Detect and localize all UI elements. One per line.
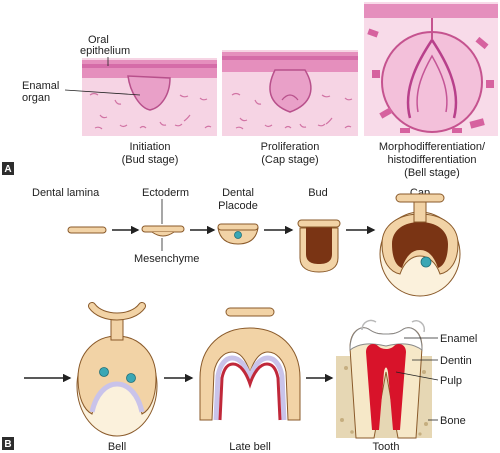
dental-lamina-shape: [67, 226, 107, 234]
histology-cap-stage-image: [222, 50, 358, 136]
label-tooth: Tooth: [373, 441, 400, 453]
stage-3-line-3: (Bell stage): [404, 167, 460, 179]
panel-b-tag-bg: [2, 437, 14, 450]
label-dentin: Dentin: [440, 355, 472, 367]
panel-b: Dental lamina Ectoderm Dental Placode Bu…: [2, 187, 477, 453]
panel-a-tag-bg: [2, 162, 14, 175]
label-bell: Bell: [108, 441, 126, 453]
panel-a-tag: A: [4, 164, 11, 175]
stage-3-line-1: Morphodifferentiation/: [379, 141, 486, 153]
label-dental-lamina: Dental lamina: [32, 187, 100, 199]
label-dental-placode-1: Dental: [222, 187, 254, 199]
stage-2-line-1: Proliferation: [261, 141, 320, 153]
bud-stage-shape: [297, 219, 341, 273]
panel-a: Oral epithelium Enamal organ Initiation …: [2, 2, 498, 179]
label-enamal-organ-1: Enamal: [22, 80, 59, 92]
label-oral-epithelium-2: epithelium: [80, 45, 130, 57]
leader-pulp: [395, 371, 439, 381]
late-bell-stage-shape: [199, 307, 301, 421]
label-enamel: Enamel: [440, 333, 477, 345]
label-mesenchyme: Mesenchyme: [134, 253, 199, 265]
bell-stage-shape: [76, 302, 158, 437]
label-enamal-organ-2: organ: [22, 92, 50, 104]
dental-placode-shape: [217, 223, 259, 245]
label-ectoderm: Ectoderm: [142, 187, 189, 199]
ectoderm-thickening-shape: [141, 225, 185, 237]
label-late-bell: Late bell: [229, 441, 271, 453]
panel-b-tag: B: [4, 439, 11, 450]
label-bud: Bud: [308, 187, 328, 199]
stage-2-line-2: (Cap stage): [261, 154, 318, 166]
label-bone: Bone: [440, 415, 466, 427]
label-pulp: Pulp: [440, 375, 462, 387]
label-oral-epithelium-1: Oral: [88, 34, 109, 46]
leader-enamal-organ: [64, 89, 141, 96]
histology-bud-stage-image: [82, 58, 217, 136]
stage-1-line-2: (Bud stage): [122, 154, 179, 166]
stage-1-line-1: Initiation: [130, 141, 171, 153]
stage-3-line-2: histodifferentiation: [387, 154, 476, 166]
tooth-shape: [336, 319, 432, 439]
label-dental-placode-2: Placode: [218, 200, 258, 212]
cap-stage-shape: [379, 193, 461, 297]
histology-bell-stage-image: [364, 2, 498, 136]
